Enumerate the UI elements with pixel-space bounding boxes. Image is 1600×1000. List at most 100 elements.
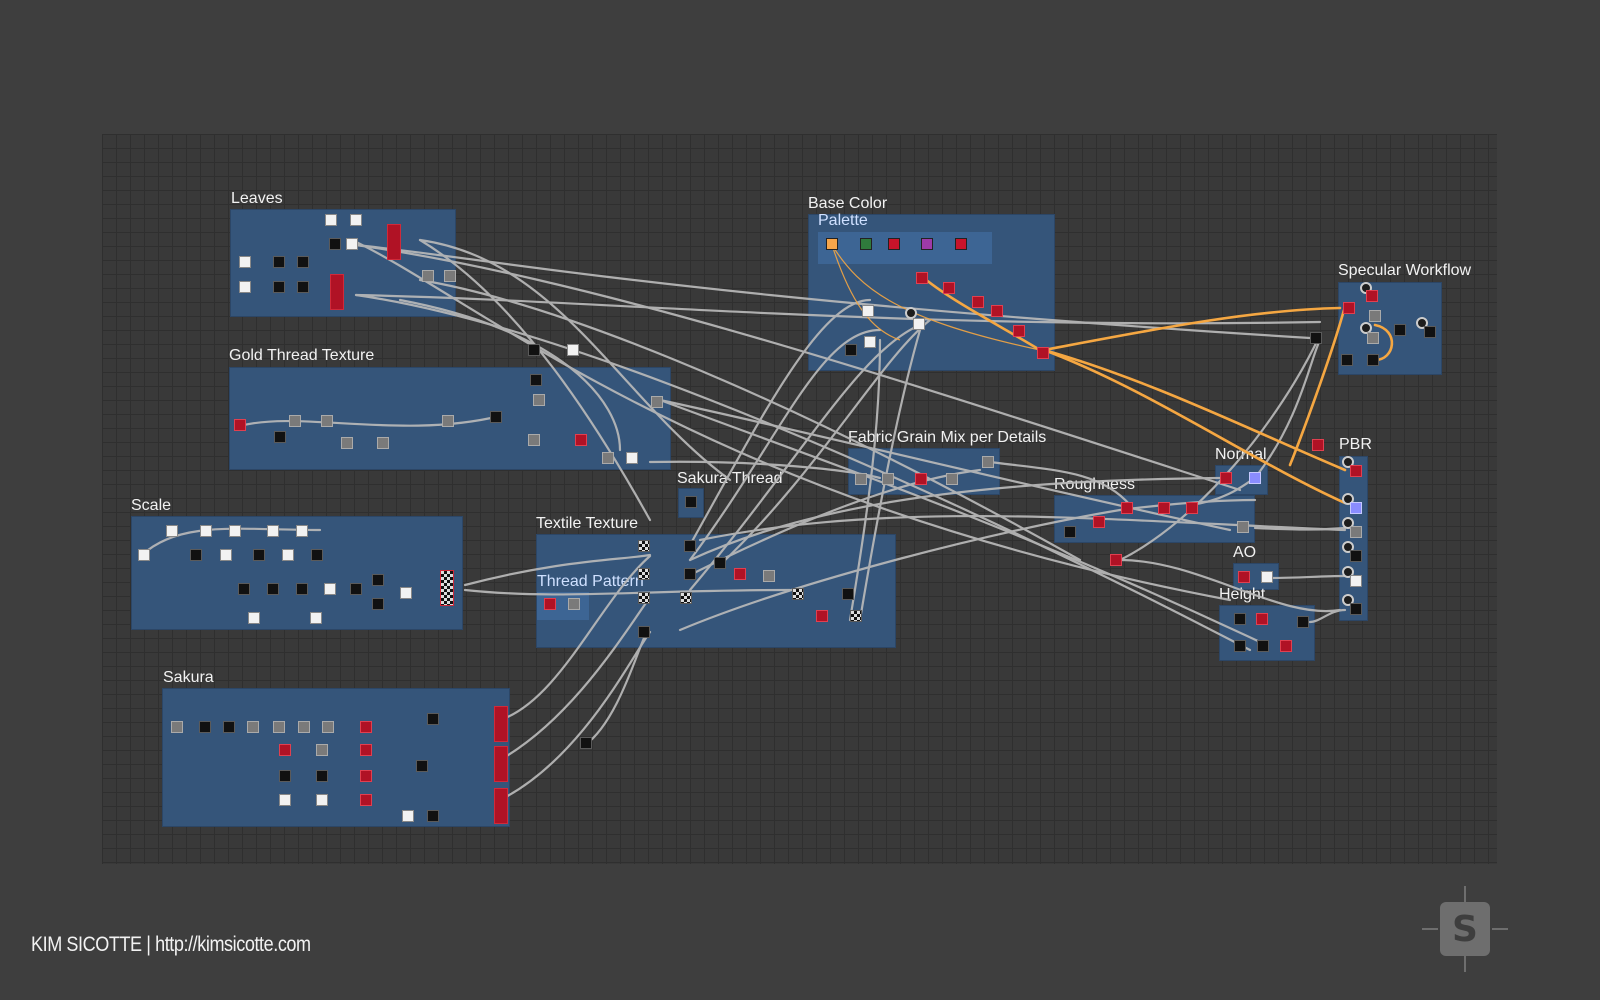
node[interactable] [279,744,291,756]
node[interactable] [427,810,439,822]
node[interactable] [350,214,362,226]
node[interactable] [427,713,439,725]
node[interactable] [685,496,697,508]
node[interactable] [850,610,862,622]
node[interactable] [1350,575,1362,587]
node[interactable] [1121,502,1133,514]
node[interactable] [1394,324,1406,336]
node[interactable] [1367,332,1379,344]
node[interactable] [916,272,928,284]
frame-sakura[interactable] [162,688,510,827]
node[interactable] [416,760,428,772]
node[interactable] [626,452,638,464]
node[interactable] [1350,526,1362,538]
node[interactable] [1350,550,1362,562]
node[interactable] [763,570,775,582]
node[interactable] [490,411,502,423]
node[interactable] [567,344,579,356]
node[interactable] [1350,502,1362,514]
node[interactable] [568,598,580,610]
node[interactable] [1341,354,1353,366]
node[interactable] [400,587,412,599]
palette-swatch[interactable] [826,238,838,250]
node[interactable] [138,549,150,561]
node[interactable] [575,434,587,446]
frame-roughness[interactable] [1054,495,1255,543]
node[interactable] [1343,302,1355,314]
node[interactable] [279,794,291,806]
node[interactable] [234,419,246,431]
node[interactable] [915,473,927,485]
node[interactable] [638,568,650,580]
node[interactable] [267,583,279,595]
node[interactable] [322,721,334,733]
node[interactable] [372,598,384,610]
node[interactable] [1350,603,1362,615]
node[interactable] [325,214,337,226]
node[interactable] [972,296,984,308]
node[interactable] [247,721,259,733]
node[interactable] [316,770,328,782]
node[interactable] [528,434,540,446]
node[interactable] [239,281,251,293]
node[interactable] [346,238,358,250]
palette-swatch[interactable] [888,238,900,250]
node[interactable] [190,549,202,561]
node[interactable] [842,588,854,600]
node[interactable] [638,626,650,638]
node[interactable] [297,281,309,293]
node[interactable] [273,256,285,268]
node[interactable] [442,415,454,427]
node[interactable] [444,270,456,282]
node[interactable] [311,549,323,561]
node[interactable] [350,583,362,595]
node[interactable] [1238,571,1250,583]
node[interactable] [329,238,341,250]
node[interactable] [1366,290,1378,302]
node[interactable] [1369,310,1381,322]
palette-swatch[interactable] [955,238,967,250]
node[interactable] [946,473,958,485]
node[interactable] [1013,325,1025,337]
node[interactable] [1093,516,1105,528]
node[interactable] [282,549,294,561]
node-output[interactable] [494,746,508,782]
node[interactable] [273,281,285,293]
node[interactable] [1350,465,1362,477]
node[interactable] [816,610,828,622]
node[interactable] [638,540,650,552]
node[interactable] [296,525,308,537]
node[interactable] [1237,521,1249,533]
node[interactable] [913,318,925,330]
node[interactable] [1280,640,1292,652]
node[interactable] [1297,616,1309,628]
node[interactable] [229,525,241,537]
node[interactable] [864,336,876,348]
node[interactable] [1234,613,1246,625]
node[interactable] [1256,613,1268,625]
node[interactable] [991,305,1003,317]
node[interactable] [714,557,726,569]
node[interactable] [943,282,955,294]
node[interactable] [1367,354,1379,366]
node[interactable] [684,568,696,580]
node[interactable] [533,394,545,406]
node[interactable] [855,473,867,485]
node[interactable] [239,256,251,268]
node[interactable] [298,721,310,733]
node[interactable] [274,431,286,443]
node[interactable] [422,270,434,282]
node[interactable] [223,721,235,733]
node[interactable] [297,256,309,268]
node[interactable] [1110,554,1122,566]
palette-swatch[interactable] [860,238,872,250]
node[interactable] [734,568,746,580]
node-output[interactable] [905,307,917,319]
node[interactable] [602,452,614,464]
node[interactable] [680,592,692,604]
node[interactable] [324,583,336,595]
palette-swatch[interactable] [921,238,933,250]
node[interactable] [544,598,556,610]
node[interactable] [792,588,804,600]
node[interactable] [316,744,328,756]
